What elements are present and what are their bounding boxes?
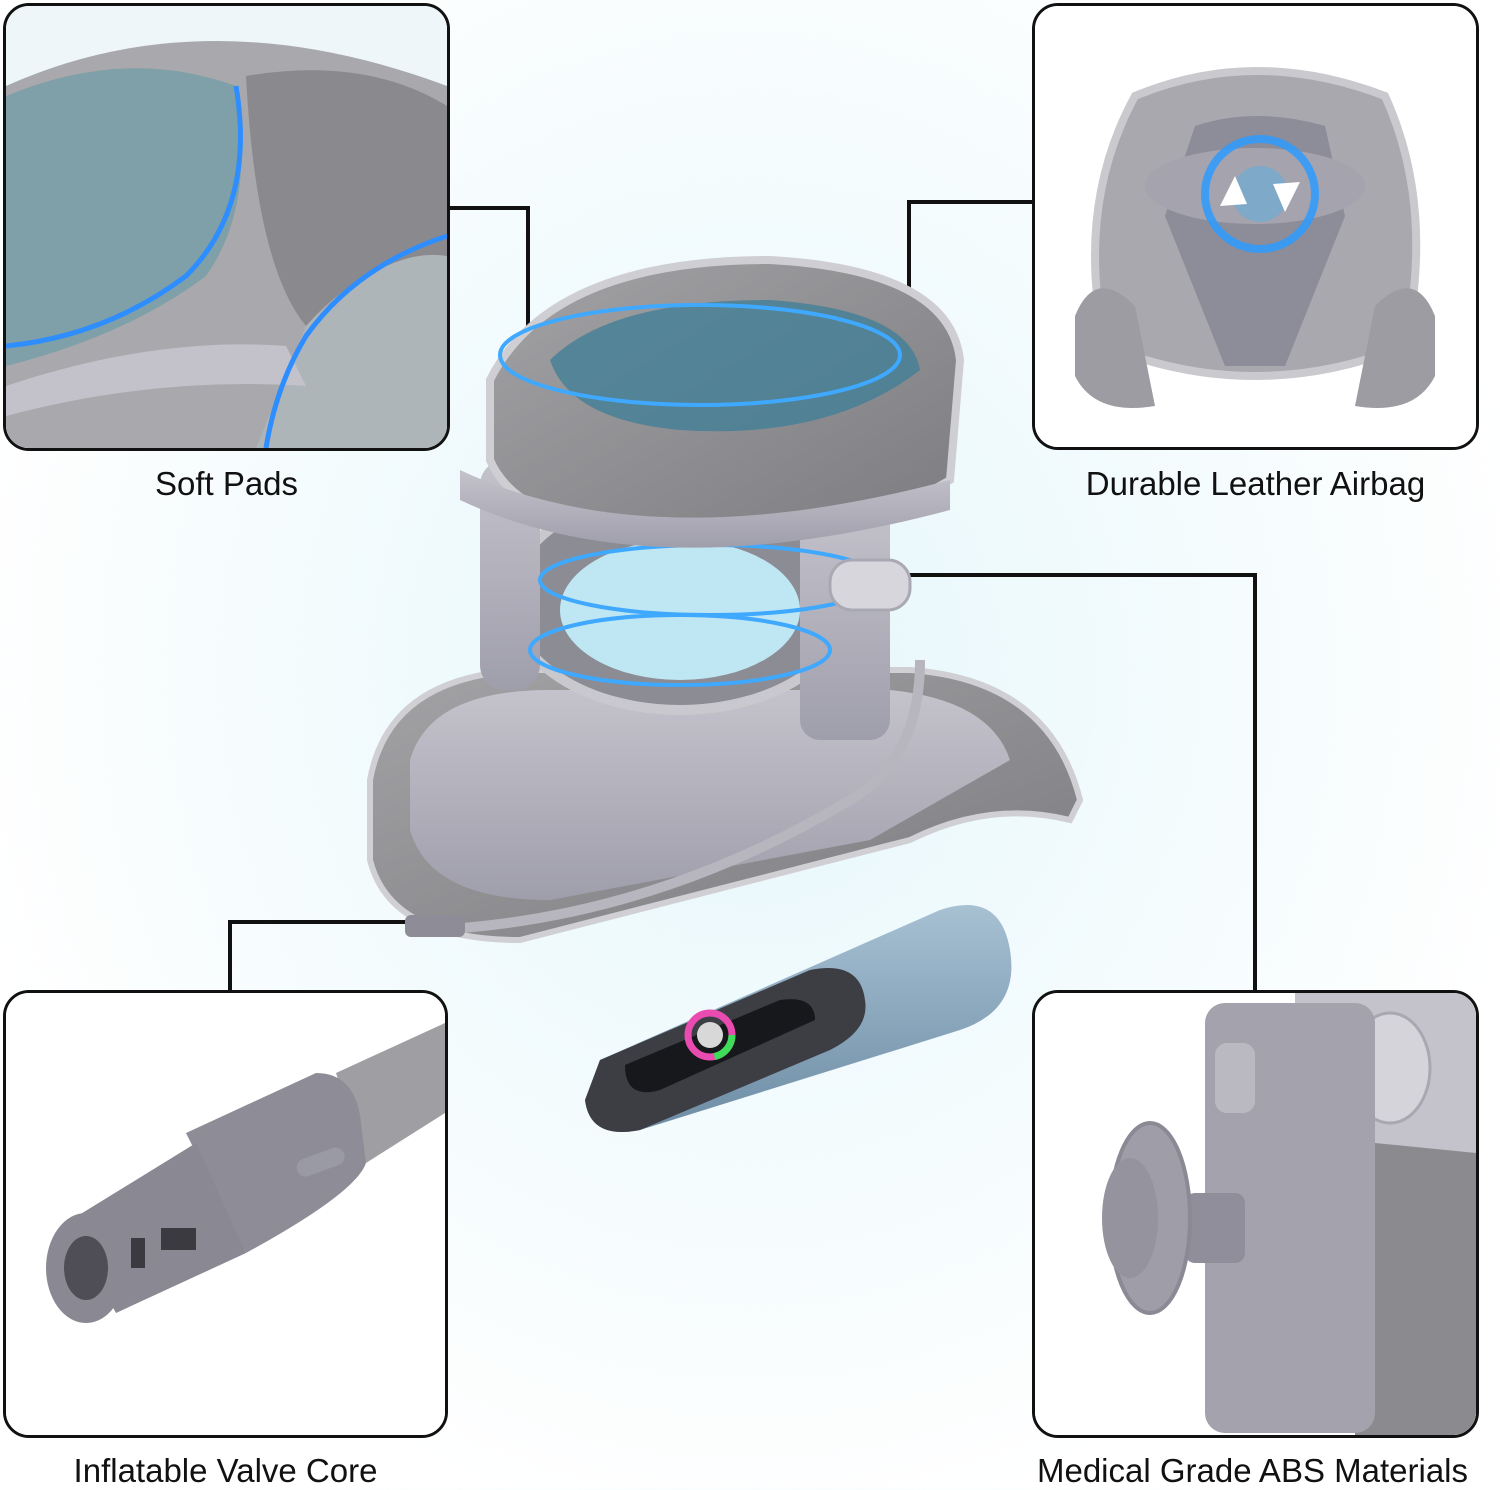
- soft-pads-image: [6, 6, 447, 448]
- valve-image: [6, 993, 445, 1435]
- connector-soft-pads-v: [526, 206, 530, 352]
- feature-panel-abs: [1032, 990, 1479, 1438]
- caption-valve: Inflatable Valve Core: [73, 1452, 378, 1489]
- connector-airbag-h: [907, 200, 1034, 204]
- connector-soft-pads-h: [447, 206, 530, 210]
- connector-valve-v: [228, 920, 232, 992]
- abs-image: [1035, 993, 1476, 1435]
- feature-panel-soft-pads: [3, 3, 450, 451]
- feature-panel-airbag: [1032, 3, 1479, 450]
- airbag-image: [1035, 6, 1476, 447]
- feature-panel-valve: [3, 990, 448, 1438]
- connector-abs-v: [1253, 573, 1257, 993]
- air-pump: [580, 890, 1020, 1140]
- connector-abs-h: [895, 573, 1257, 577]
- caption-soft-pads: Soft Pads: [154, 465, 299, 502]
- neck-traction-device: [350, 240, 1090, 960]
- connector-valve-h: [228, 920, 408, 924]
- caption-airbag: Durable Leather Airbag: [1085, 465, 1426, 502]
- connector-airbag-v: [907, 200, 911, 352]
- caption-abs: Medical Grade ABS Materials: [1036, 1452, 1468, 1489]
